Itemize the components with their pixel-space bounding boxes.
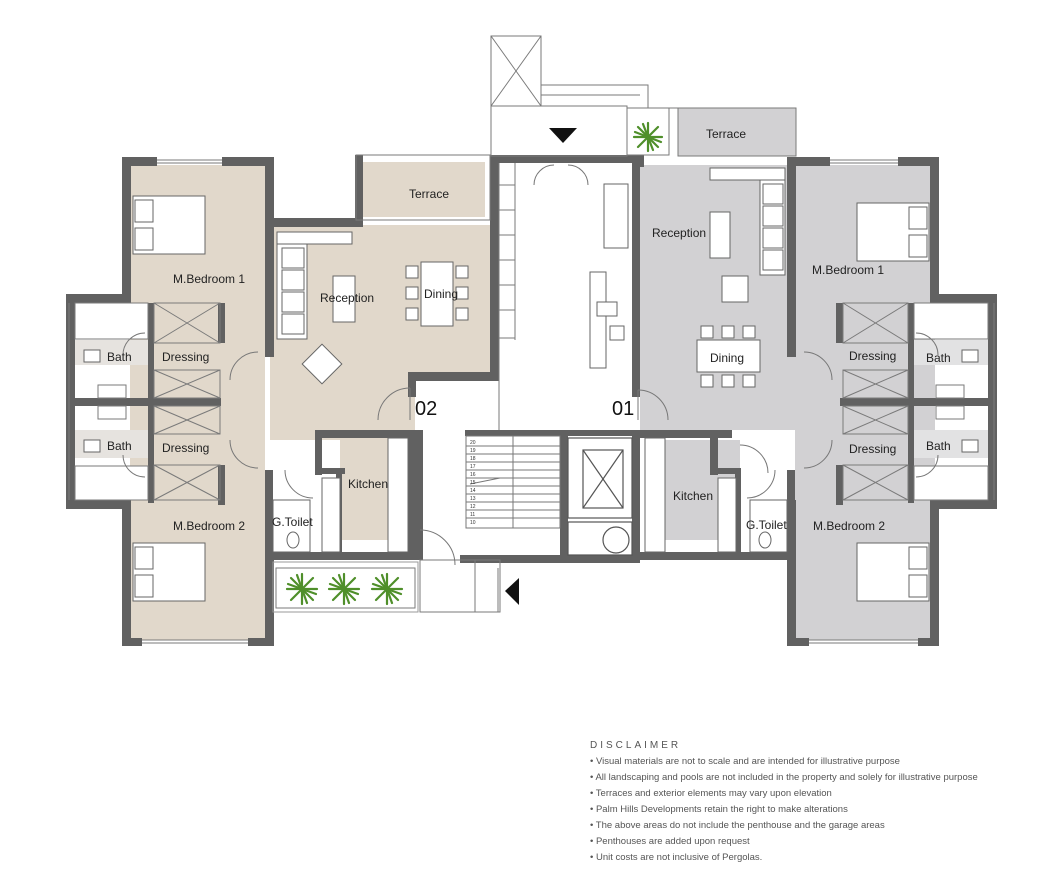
room-label-master-bedroom-1: M.Bedroom 1 [173, 272, 245, 286]
stair-number-labels: 20 19 18 17 16 15 14 13 12 11 10 [470, 440, 476, 526]
entrance-arrow-down-icon [549, 128, 577, 143]
stair-number: 12 [470, 504, 476, 510]
room-label-kitchen: Kitchen [348, 477, 388, 491]
disclaimer-item: • All landscaping and pools are not incl… [590, 772, 978, 783]
room-label-dining: Dining [424, 287, 458, 301]
room-label-reception: Reception [320, 291, 374, 305]
stair-number: 13 [470, 496, 476, 502]
room-label-dressing: Dressing [162, 350, 209, 364]
room-label-terrace: Terrace [706, 127, 746, 141]
room-labels: Terrace Terrace M.Bedroom 1 M.Bedroom 2 … [107, 127, 951, 533]
room-label-bath: Bath [926, 439, 951, 453]
stair-number: 14 [470, 488, 476, 494]
walls [66, 155, 997, 646]
stair-number: 11 [470, 512, 475, 518]
stair-number: 20 [470, 440, 476, 446]
stair-number: 16 [470, 472, 476, 478]
disclaimer-item: • Penthouses are added upon request [590, 836, 750, 847]
disclaimer-item: • Palm Hills Developments retain the rig… [590, 804, 848, 815]
room-label-bath: Bath [107, 439, 132, 453]
disclaimer-item: • Unit costs are not inclusive of Pergol… [590, 852, 763, 863]
furniture [83, 167, 979, 602]
unit-01-wet-floor [910, 340, 988, 458]
disclaimer-item: • Terraces and exterior elements may var… [590, 788, 832, 799]
room-label-kitchen: Kitchen [673, 489, 713, 503]
room-label-reception: Reception [652, 226, 706, 240]
unit-number: 02 [415, 398, 437, 420]
door-swings [122, 164, 939, 566]
disclaimer-item: • Visual materials are not to scale and … [590, 756, 900, 767]
stair-number: 18 [470, 456, 476, 462]
staircase [465, 435, 561, 529]
stair-number: 15 [470, 480, 476, 486]
room-label-master-bedroom-1: M.Bedroom 1 [812, 263, 884, 277]
room-label-dressing: Dressing [849, 442, 896, 456]
room-label-bath: Bath [107, 350, 132, 364]
unit-number: 01 [612, 398, 634, 420]
room-label-guest-toilet: G.Toilet [746, 518, 787, 532]
disclaimer-item: • The above areas do not include the pen… [590, 820, 885, 831]
room-label-bath: Bath [926, 351, 951, 365]
plant-icon [632, 121, 664, 153]
room-label-dressing: Dressing [162, 441, 209, 455]
disclaimer: DISCLAIMER • Visual materials are not to… [590, 740, 1030, 866]
room-label-master-bedroom-2: M.Bedroom 2 [173, 519, 245, 533]
plant-icon [285, 572, 319, 606]
plant-icon [370, 572, 404, 606]
elevator [567, 437, 633, 556]
disclaimer-title: DISCLAIMER [590, 740, 682, 751]
plant-icon [327, 572, 361, 606]
outlines [68, 35, 995, 644]
room-label-dressing: Dressing [849, 349, 896, 363]
plant-icons [285, 121, 664, 606]
entrance-arrow-left-icon [505, 578, 519, 605]
stair-number: 19 [470, 448, 476, 454]
room-label-guest-toilet: G.Toilet [272, 515, 313, 529]
room-label-dining: Dining [710, 351, 744, 365]
stair-number: 17 [470, 464, 476, 470]
room-label-master-bedroom-2: M.Bedroom 2 [813, 519, 885, 533]
stair-number: 10 [470, 520, 476, 526]
room-label-terrace: Terrace [409, 187, 449, 201]
